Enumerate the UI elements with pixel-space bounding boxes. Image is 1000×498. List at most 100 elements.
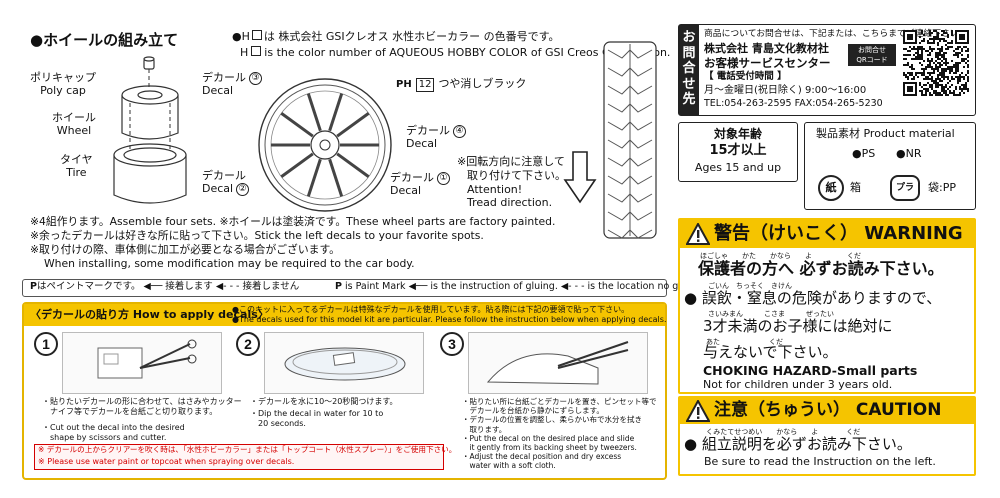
qr-module <box>939 52 941 54</box>
paper-recycle-icon: 紙 <box>818 175 844 201</box>
rotation-note: ※回転方向に注意して 取り付けて下さい。 Attention! Tread di… <box>457 155 566 210</box>
qr-module <box>945 52 947 54</box>
qr-module <box>921 50 923 52</box>
qr-module <box>929 64 931 66</box>
qr-module <box>927 66 929 68</box>
legend-bar <box>22 279 667 297</box>
qr-module <box>945 90 947 92</box>
qr-module <box>929 38 931 40</box>
qr-module <box>923 48 925 50</box>
step-2-number: 2 <box>236 332 260 356</box>
qr-module <box>929 72 931 74</box>
qr-module <box>961 88 963 90</box>
qr-module <box>941 72 943 74</box>
qr-module <box>911 66 913 68</box>
qr-module <box>925 88 927 90</box>
material-nr: ●NR <box>896 147 922 160</box>
wheel-spoke <box>306 93 322 132</box>
qr-module <box>949 86 951 88</box>
qr-module <box>961 60 963 62</box>
qr-module <box>939 54 941 56</box>
qr-module <box>915 56 917 58</box>
qr-module <box>963 78 965 80</box>
qr-module <box>909 74 911 76</box>
qr-module <box>943 90 945 92</box>
qr-module <box>951 78 953 80</box>
qr-module <box>939 78 941 80</box>
qr-module <box>947 46 949 48</box>
qr-module <box>927 60 929 62</box>
qr-module <box>919 82 921 84</box>
qr-module <box>967 72 969 74</box>
qr-module <box>923 94 925 96</box>
qr-module <box>943 56 945 58</box>
qr-module <box>963 60 965 62</box>
qr-module <box>953 78 955 80</box>
qr-module <box>959 80 961 82</box>
qr-module <box>965 58 967 60</box>
qr-module <box>907 54 909 56</box>
qr-module <box>917 58 919 60</box>
warning-title: 警告（けいこく） WARNING <box>714 223 963 244</box>
qr-module <box>921 48 923 50</box>
qr-module <box>935 66 937 68</box>
qr-module <box>937 32 939 34</box>
qr-module <box>913 76 915 78</box>
qr-module <box>965 46 967 48</box>
qr-module <box>967 60 969 62</box>
qr-module <box>911 78 913 80</box>
qr-module <box>923 74 925 76</box>
warning-line4-ruby: あた くだ <box>706 338 783 346</box>
qr-module <box>959 46 961 48</box>
qr-module <box>921 54 923 56</box>
qr-module <box>951 40 953 42</box>
decal-howto-header: 〈デカールの貼り方 How to apply decals〉 <box>30 308 269 321</box>
qr-module <box>921 92 923 94</box>
qr-module <box>907 64 909 66</box>
qr-module <box>929 60 931 62</box>
qr-module <box>903 72 905 74</box>
contact-intro: 商品についてお問合せは、下記または、こちらまでご連絡下さい。 <box>704 29 968 39</box>
qr-module <box>903 64 905 66</box>
caution-jp: ● 組立説明を必ずお読み下さい。 <box>684 435 912 453</box>
qr-module <box>929 52 931 54</box>
step-2-text: ・デカールを水に10〜20秒間つけます。 ・Dip the decal in w… <box>250 397 398 428</box>
contact-hours-title: 【 電話受付時間 】 <box>704 71 787 82</box>
qr-module <box>943 70 945 72</box>
qr-module <box>943 76 945 78</box>
qr-module <box>953 94 955 96</box>
qr-module <box>915 48 917 50</box>
qr-module <box>963 84 965 86</box>
legend-en: P is Paint Mark ◀── is the instruction o… <box>335 281 705 292</box>
qr-finder <box>959 34 965 40</box>
qr-module <box>939 38 941 40</box>
qr-module <box>943 58 945 60</box>
qr-module <box>941 86 943 88</box>
qr-module <box>921 74 923 76</box>
qr-module <box>929 32 931 34</box>
qr-module <box>935 38 937 40</box>
qr-module <box>959 62 961 64</box>
qr-module <box>917 56 919 58</box>
qr-module <box>909 66 911 68</box>
qr-module <box>961 72 963 74</box>
qr-finder <box>907 86 913 92</box>
qr-module <box>925 66 927 68</box>
qr-module <box>911 72 913 74</box>
qr-module <box>907 72 909 74</box>
qr-module <box>967 66 969 68</box>
tread-direction-arrow-icon <box>563 151 597 204</box>
plastic-recycle-icon: プラ <box>890 175 920 201</box>
qr-module <box>951 30 953 32</box>
qr-module <box>927 90 929 92</box>
qr-module <box>935 86 937 88</box>
qr-module <box>949 90 951 92</box>
qr-module <box>965 82 967 84</box>
age-en: Ages 15 and up <box>694 161 782 174</box>
qr-module <box>909 54 911 56</box>
qr-module <box>951 68 953 70</box>
